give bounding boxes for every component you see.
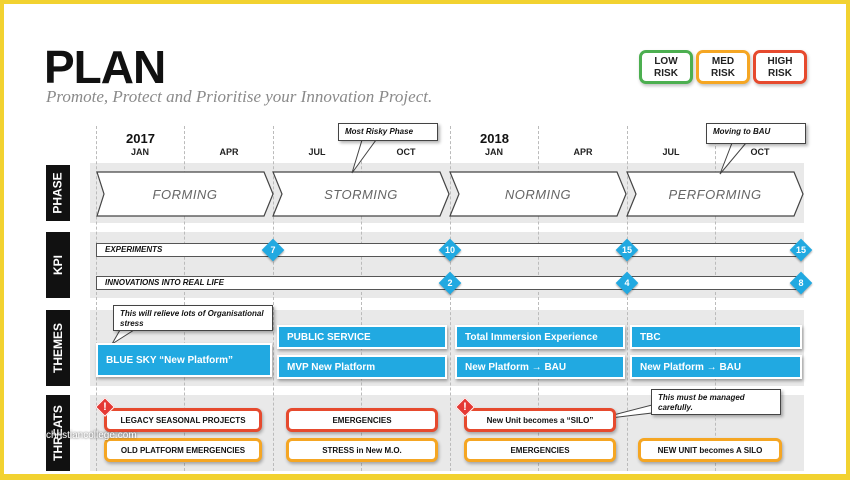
legend-low-risk: LOW RISK (639, 50, 693, 84)
month-label: APR (219, 147, 239, 157)
phase-label: STORMING (324, 186, 398, 202)
theme-total-immersion: Total Immersion Experience (455, 325, 625, 349)
kpi-milestone: 10 (438, 238, 462, 262)
callout-moving-bau: Moving to BAU (706, 123, 806, 144)
month-label: OCT (396, 147, 416, 157)
legend-high-line1: HIGH (767, 56, 793, 67)
legend-med-line2: RISK (711, 68, 735, 79)
legend-high-line2: RISK (768, 68, 792, 79)
warning-icon: ! (455, 397, 475, 417)
legend-high-risk: HIGH RISK (753, 50, 807, 84)
row-label-kpi: KPI (46, 232, 70, 298)
phase-norming: NORMING (449, 171, 627, 217)
theme-tbc: TBC (630, 325, 802, 349)
chevron-shape (626, 171, 804, 217)
phase-label: NORMING (504, 186, 572, 202)
kpi-milestone: 2 (438, 271, 462, 295)
threat-legacy-seasonal: LEGACY SEASONAL PROJECTS (104, 408, 262, 432)
callout-relieve-stress: This will relieve lots of Organisational… (113, 305, 273, 331)
kpi-milestone: 15 (615, 238, 639, 262)
gridline (273, 126, 274, 471)
theme-mvp-new-platform: MVP New Platform (277, 355, 447, 379)
year-2018: 2018 (480, 131, 509, 146)
legend-low-line1: LOW (654, 56, 678, 67)
legend-med-line1: MED (711, 56, 735, 67)
theme-blue-sky: BLUE SKY “New Platform” (96, 343, 272, 377)
callout-managed-carefully: This must be managed carefully. (651, 389, 781, 415)
phase-performing: PERFORMING (626, 171, 804, 217)
page-title: PLAN (44, 41, 166, 93)
threat-old-platform: OLD PLATFORM EMERGENCIES (104, 438, 262, 462)
row-label-threats: THREATS (46, 395, 70, 471)
legend-low-line2: RISK (654, 68, 678, 79)
callout-most-risky: Most Risky Phase (338, 123, 438, 141)
row-label-themes: THEMES (46, 310, 70, 386)
phase-label: FORMING (152, 186, 218, 202)
chevron-shape (96, 171, 274, 217)
month-label: JAN (130, 147, 149, 157)
threat-stress: STRESS in New M.O. (286, 438, 438, 462)
page-subtitle: Promote, Protect and Prioritise your Inn… (46, 87, 433, 106)
month-label: JUL (308, 147, 326, 157)
kpi-milestone: 8 (789, 271, 813, 295)
row-label-phase: PHASE (46, 165, 70, 221)
kpi-milestone: 15 (789, 238, 813, 262)
threat-emergencies: EMERGENCIES (464, 438, 616, 462)
legend-med-risk: MED RISK (696, 50, 750, 84)
phase-label: PERFORMING (668, 186, 762, 202)
theme-new-platform-bau: New Platform → BAU (630, 355, 802, 379)
gridline (361, 126, 362, 471)
kpi-milestone: 7 (261, 238, 285, 262)
month-label: JUL (662, 147, 680, 157)
month-label: JAN (484, 147, 503, 157)
threat-new-unit-silo: NEW UNIT becomes A SILO (638, 438, 782, 462)
warning-icon: ! (95, 397, 115, 417)
chevron-shape (449, 171, 627, 217)
kpi-milestone: 4 (615, 271, 639, 295)
chevron-shape (272, 171, 450, 217)
theme-public-service: PUBLIC SERVICE (277, 325, 447, 349)
gridline (450, 126, 451, 471)
gridline (538, 126, 539, 471)
theme-new-platform-bau: New Platform → BAU (455, 355, 625, 379)
gridline (96, 126, 97, 471)
gridline (184, 126, 185, 471)
watermark-text: christiancollege.com (46, 430, 137, 441)
gridline (627, 126, 628, 471)
threat-emergencies: EMERGENCIES (286, 408, 438, 432)
year-2017: 2017 (126, 131, 155, 146)
phase-forming: FORMING (96, 171, 274, 217)
threat-new-unit-silo: New Unit becomes a “SILO” (464, 408, 616, 432)
phase-storming: STORMING (272, 171, 450, 217)
month-label: APR (573, 147, 593, 157)
month-label: OCT (750, 147, 770, 157)
gridline (715, 126, 716, 471)
